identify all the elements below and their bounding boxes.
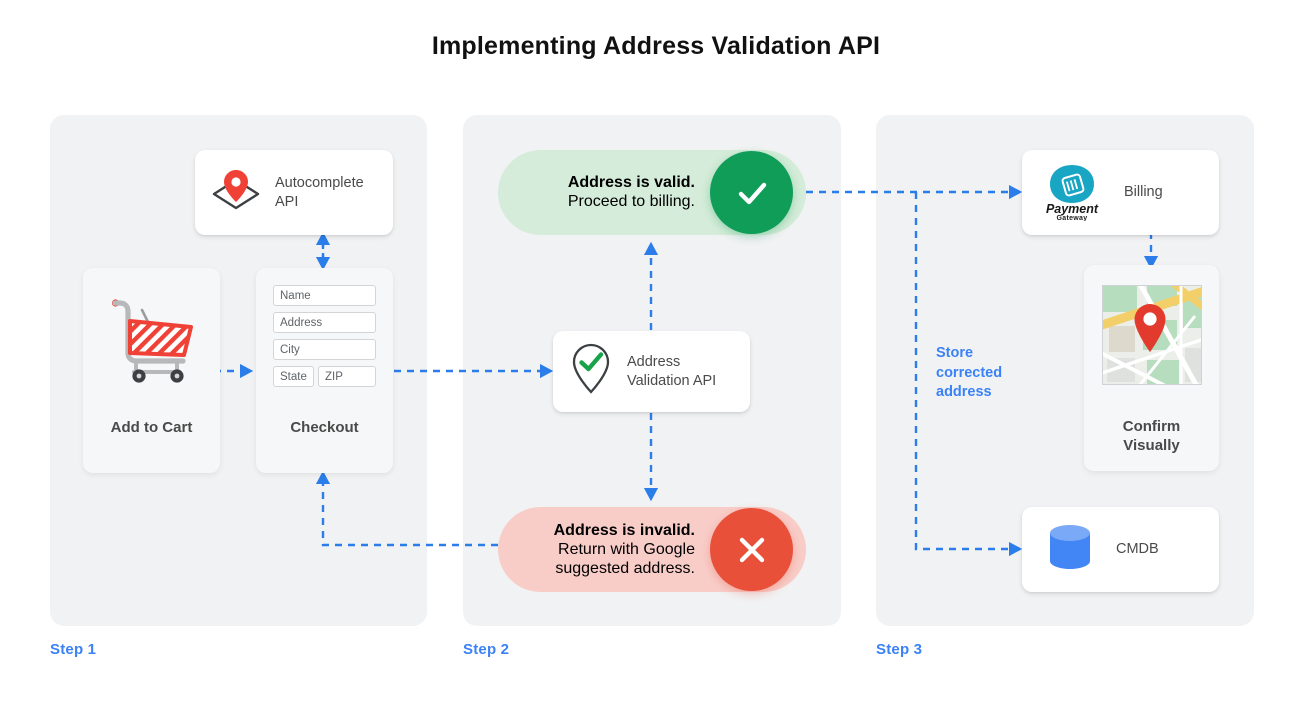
checkout-card[interactable]: Name Address City State ZIP Checkout — [256, 268, 393, 473]
address-validation-api-card[interactable]: Address Validation API — [553, 331, 750, 412]
page-title: Implementing Address Validation API — [431, 32, 881, 60]
city-field[interactable]: City — [273, 339, 376, 360]
step-label-3: Step 3 — [876, 641, 923, 658]
check-circle-icon — [710, 151, 793, 234]
address-validation-api-label-line-2: Validation API — [627, 372, 717, 389]
add-to-cart-label: Add to Cart — [110, 419, 193, 436]
step-label-2: Step 2 — [463, 641, 510, 658]
address-invalid-line-2: Return with Google — [558, 541, 695, 558]
billing-card[interactable]: Payment Gateway Billing — [1022, 150, 1219, 235]
map-pin-diamond-icon — [207, 164, 265, 221]
address-invalid-line-1: Address is invalid. — [553, 522, 695, 539]
address-validation-api-label: Address Validation API — [627, 353, 716, 391]
confirm-visually-label-line-1: Confirm — [1122, 418, 1181, 435]
pin-check-icon — [569, 341, 613, 402]
cmdb-label: CMDB — [1116, 541, 1159, 557]
store-note-line-3: address — [936, 384, 992, 400]
autocomplete-api-card[interactable]: Autocomplete API — [195, 150, 393, 235]
zip-field[interactable]: ZIP — [318, 366, 376, 387]
map-thumbnail-icon — [1102, 285, 1202, 385]
address-valid-line-1: Address is valid. — [567, 174, 695, 191]
address-field[interactable]: Address — [273, 312, 376, 333]
state-field[interactable]: State — [273, 366, 314, 387]
add-to-cart-card[interactable]: Add to Cart — [83, 268, 220, 473]
billing-label: Billing — [1124, 184, 1163, 200]
store-note-line-1: Store — [936, 345, 974, 361]
store-corrected-address-note: Store corrected address — [936, 344, 1046, 403]
autocomplete-api-label-line-1: Autocomplete — [275, 174, 364, 191]
name-field[interactable]: Name — [273, 285, 376, 306]
address-valid-line-2: Proceed to billing. — [567, 193, 695, 210]
autocomplete-api-label: Autocomplete API — [275, 174, 364, 212]
shopping-cart-icon — [105, 290, 200, 390]
confirm-visually-label: Confirm Visually — [1084, 417, 1219, 455]
store-note-line-2: corrected — [936, 364, 1003, 381]
svg-text:Gateway: Gateway — [1057, 215, 1088, 221]
address-invalid-text: Address is invalid. Return with Google s… — [500, 521, 695, 578]
confirm-visually-label-line-2: Visually — [1123, 437, 1180, 454]
address-invalid-line-3: suggested address. — [555, 560, 695, 577]
address-valid-text: Address is valid. Proceed to billing. — [510, 173, 695, 211]
database-cylinder-icon — [1042, 519, 1098, 580]
svg-text:Payment: Payment — [1046, 202, 1099, 216]
x-circle-icon — [710, 508, 793, 591]
cmdb-card[interactable]: CMDB — [1022, 507, 1219, 592]
confirm-visually-card[interactable]: Confirm Visually — [1084, 265, 1219, 471]
step-label-1: Step 1 — [50, 641, 97, 658]
payment-gateway-icon: Payment Gateway — [1036, 159, 1108, 226]
autocomplete-api-label-line-2: API — [275, 193, 299, 210]
address-validation-api-label-line-1: Address — [627, 353, 681, 370]
checkout-label: Checkout — [290, 419, 359, 436]
